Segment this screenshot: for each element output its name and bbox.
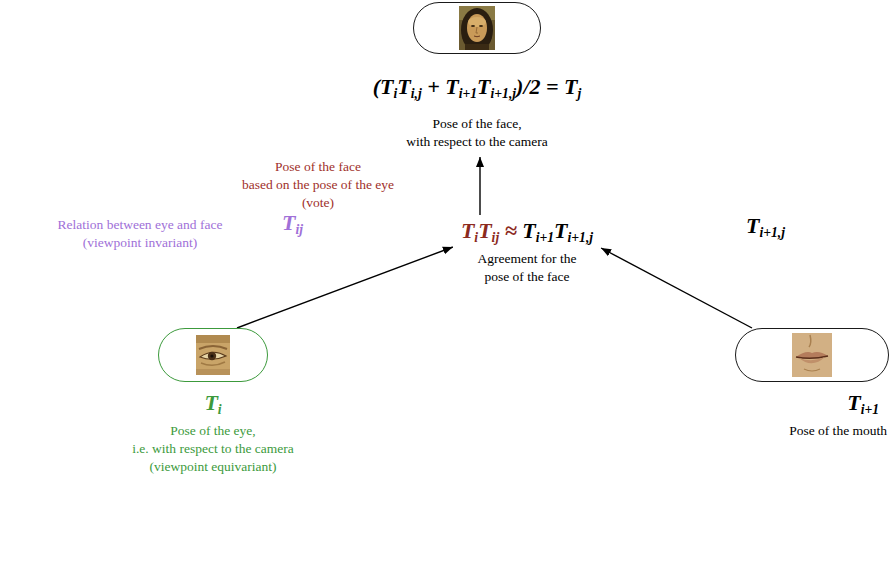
- pose-symbol: Ti: [132, 390, 294, 416]
- pill-outline: [158, 328, 268, 382]
- agreement-node: TiTij ≈ Ti+1Ti+1,jAgreement for the pose…: [453, 215, 601, 289]
- pose-symbol: Ti+1: [735, 390, 889, 416]
- transform-symbol: Ti+1,j: [746, 213, 785, 239]
- vote-note: Pose of the face based on the pose of th…: [242, 158, 394, 212]
- mouth-painting: [792, 333, 832, 377]
- pose-node: TiPose of the eye, i.e. with respect to …: [132, 328, 294, 476]
- pose-node: Ti+1Pose of the mouth: [735, 328, 889, 440]
- node-caption: Pose of the eye, i.e. with respect to th…: [132, 422, 294, 476]
- arrow-connector: [601, 248, 752, 328]
- face-painting: [459, 6, 495, 50]
- relation-note: Relation between eye and face (viewpoint…: [58, 216, 223, 252]
- transform-symbol: Tij: [282, 210, 303, 236]
- node-caption: Pose of the face, with respect to the ca…: [373, 115, 582, 151]
- arrow-connector: [237, 247, 453, 328]
- agreement-formula: TiTij ≈ Ti+1Ti+1,j: [461, 218, 593, 244]
- pill-outline: [735, 328, 889, 382]
- pose-node: (TiTi,j + Ti+1Ti+1,j)/2 = Tj Pose of the …: [373, 2, 582, 157]
- eye-painting: [196, 335, 230, 375]
- node-caption: Agreement for the pose of the face: [461, 250, 593, 286]
- pill-outline: [413, 2, 541, 54]
- node-caption: Pose of the mouth: [735, 422, 889, 440]
- arrow-connector: [479, 157, 480, 215]
- face-pose-formula: (TiTi,j + Ti+1Ti+1,j)/2 = Tj: [373, 74, 582, 100]
